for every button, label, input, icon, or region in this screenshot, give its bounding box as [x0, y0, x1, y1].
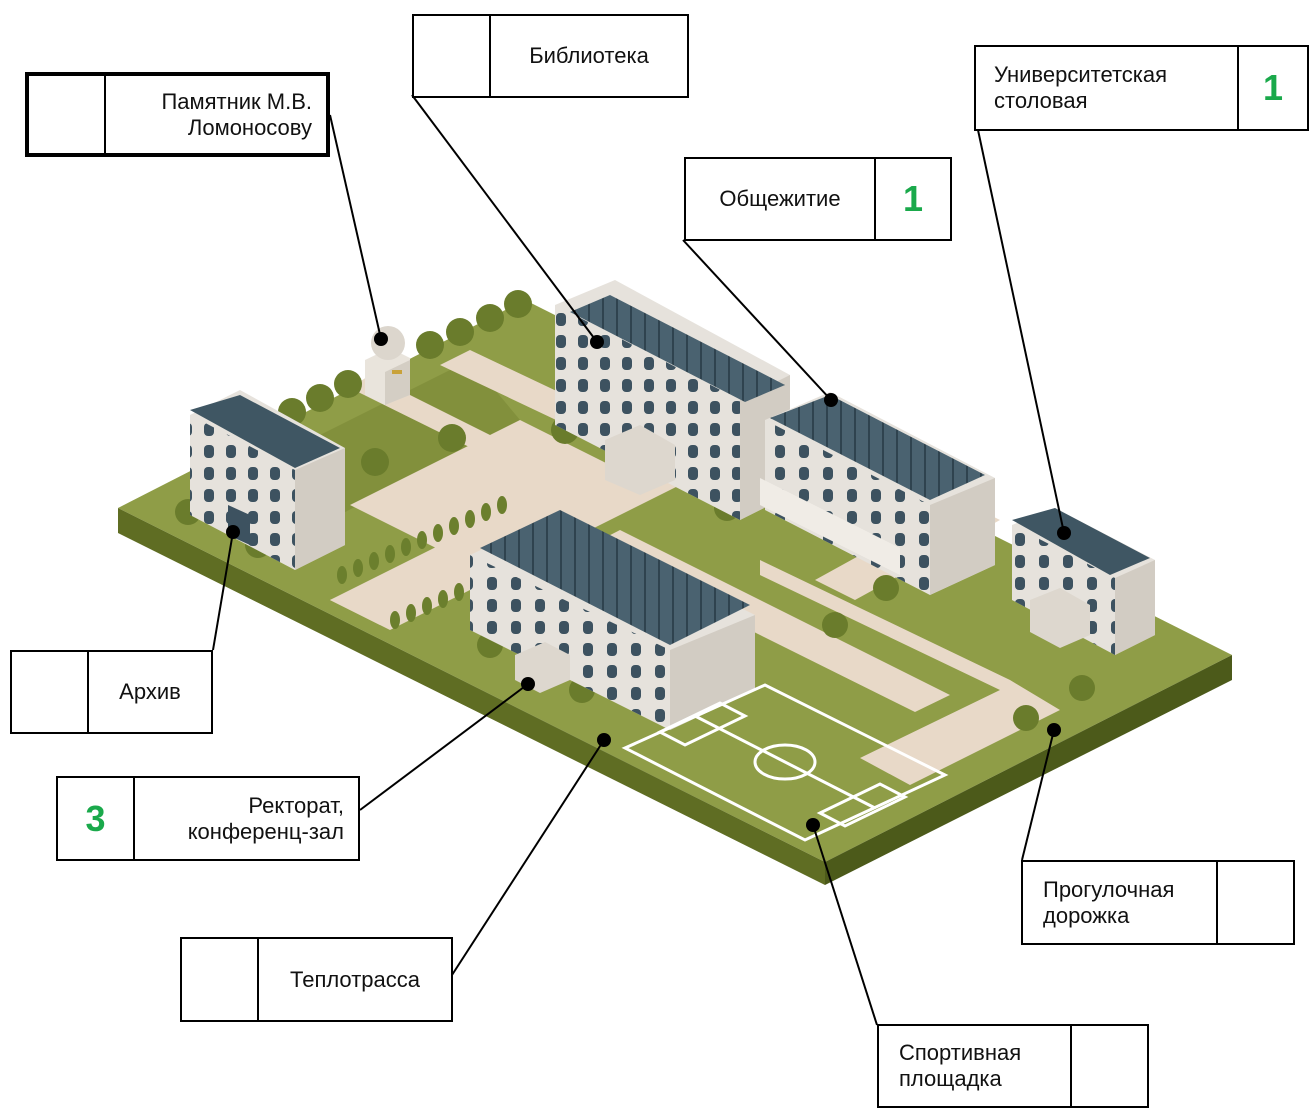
number-cell — [1216, 862, 1293, 943]
label-text: Теплотрасса — [290, 966, 420, 992]
label-dormitory: Общежитие 1 — [684, 157, 952, 241]
label-text: Памятник М.В. Ломоносову — [161, 88, 312, 140]
label-text: Университетская столовая — [994, 62, 1168, 113]
library-building — [555, 280, 790, 520]
label-monument: Памятник М.В. Ломоносову — [25, 72, 330, 157]
label-canteen: Университетская столовая 1 — [974, 45, 1309, 131]
number-cell: 3 — [58, 778, 135, 859]
label-text: Ректорат, конференц-зал — [187, 792, 344, 844]
leader-lines — [212, 94, 1065, 1026]
rectorate-building — [470, 510, 755, 730]
number-cell: 1 — [874, 159, 950, 239]
number-cell — [1070, 1026, 1147, 1106]
label-archive: Архив — [10, 650, 213, 734]
label-text: Библиотека — [529, 43, 649, 68]
leader-dots — [226, 332, 1071, 832]
dormitory-building — [760, 392, 995, 595]
number-cell: 1 — [1237, 47, 1307, 129]
number-cell — [414, 16, 491, 96]
number-cell — [12, 652, 89, 732]
label-text: Спортивная площадка — [899, 1040, 1022, 1091]
label-heating: Теплотрасса — [180, 937, 453, 1022]
label-rectorate: 3 Ректорат, конференц-зал — [56, 776, 360, 861]
label-sports: Спортивная площадка — [877, 1024, 1149, 1108]
label-library: Библиотека — [412, 14, 689, 98]
label-text: Прогулочная дорожка — [1043, 876, 1175, 928]
number-cell — [29, 76, 106, 153]
football-field — [621, 683, 949, 842]
label-text: Общежитие — [719, 186, 841, 211]
label-walkway: Прогулочная дорожка — [1021, 860, 1295, 945]
monument-statue — [365, 326, 410, 405]
label-text: Архив — [119, 679, 181, 704]
number-cell — [182, 939, 259, 1020]
archive-building — [190, 390, 345, 570]
canteen-building — [1012, 508, 1155, 655]
